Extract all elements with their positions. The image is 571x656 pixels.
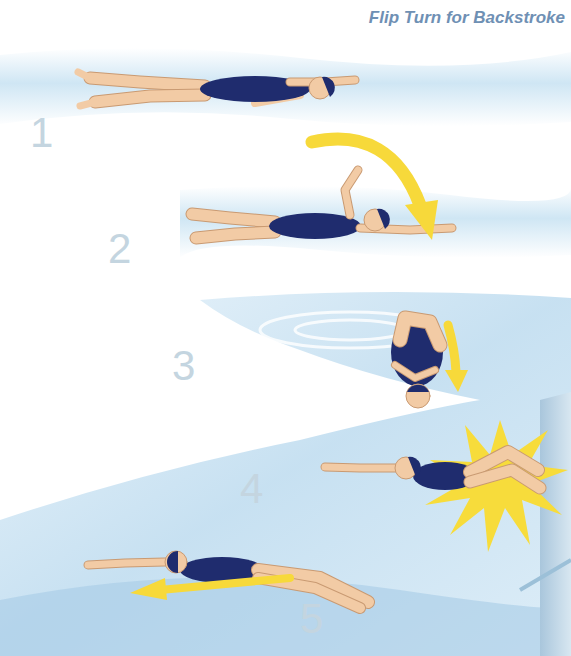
swimmer-4 bbox=[325, 452, 540, 490]
water-band bbox=[180, 186, 571, 258]
step-number: 2 bbox=[108, 228, 131, 270]
step-number: 4 bbox=[240, 468, 263, 510]
diagram-title: Flip Turn for Backstroke bbox=[369, 8, 565, 28]
swimmer-5 bbox=[88, 551, 368, 608]
water-band bbox=[0, 48, 571, 126]
ripple bbox=[295, 320, 405, 340]
wall-edge bbox=[520, 560, 571, 590]
step-number: 3 bbox=[172, 345, 195, 387]
pool-wall bbox=[540, 392, 571, 656]
step-number: 1 bbox=[30, 112, 53, 154]
motion-arrows bbox=[130, 139, 468, 600]
water-deep bbox=[0, 577, 571, 656]
step-number: 5 bbox=[300, 598, 323, 640]
swimmer-1 bbox=[78, 72, 355, 106]
swimmer-3 bbox=[391, 318, 443, 408]
